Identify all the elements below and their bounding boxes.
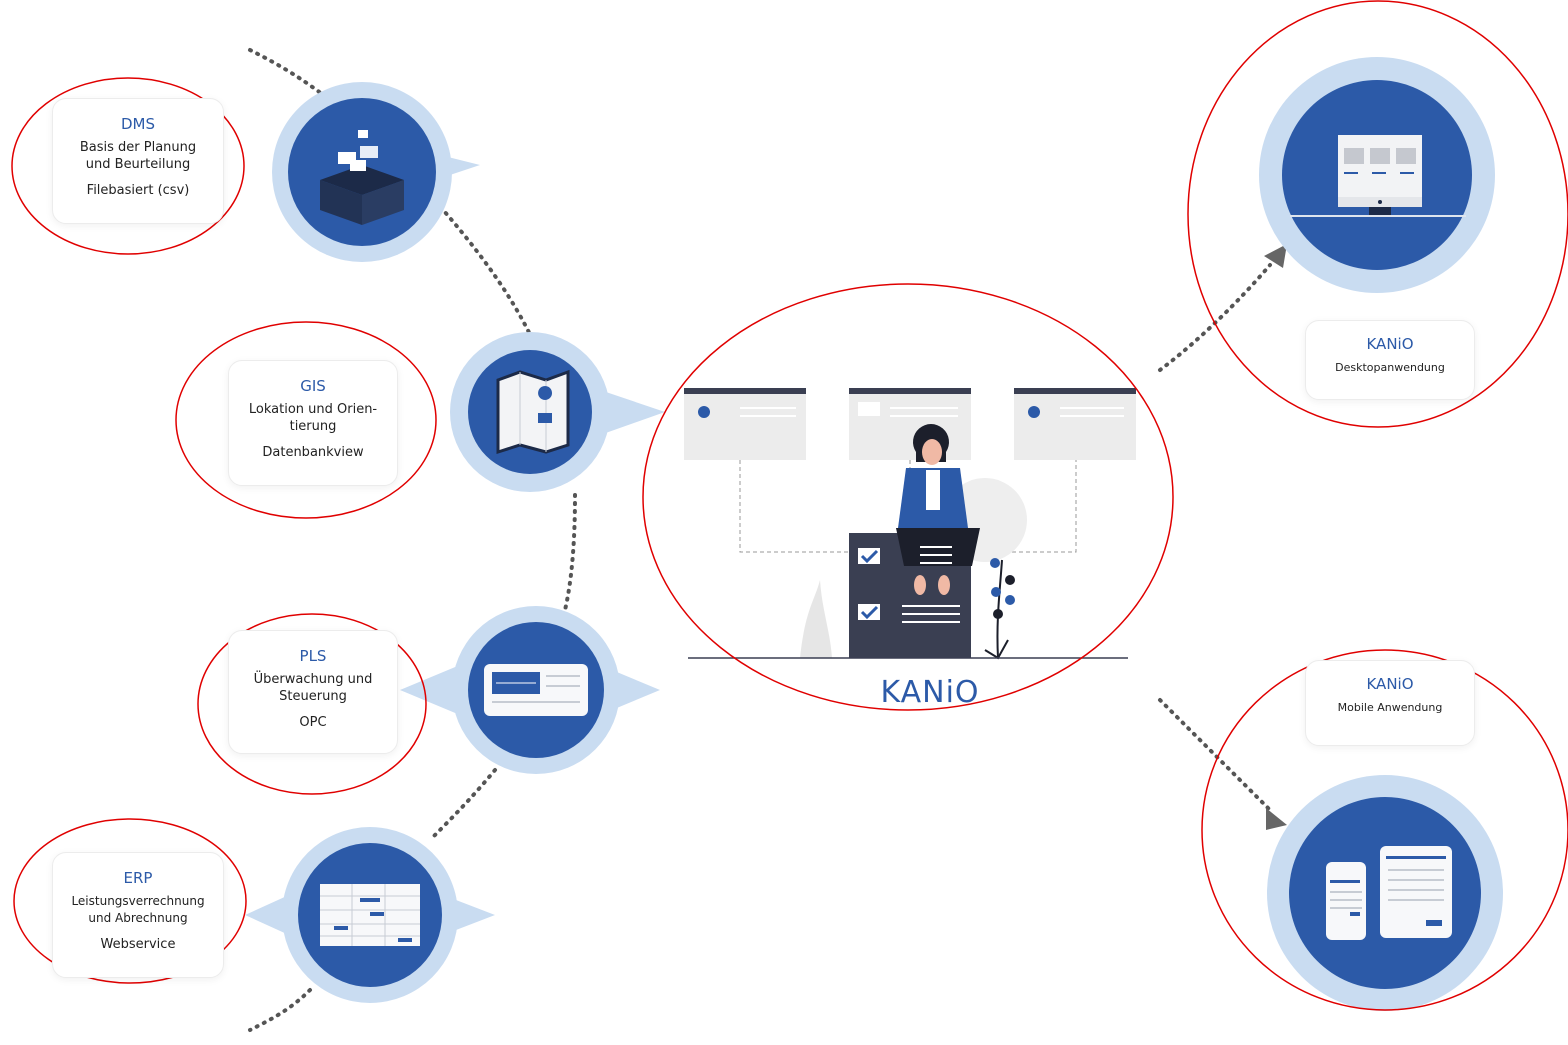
dashboard-icon (484, 664, 588, 716)
erp-sub: Webservice (100, 937, 176, 952)
center-label: KANiO (880, 675, 980, 710)
gis-card: GIS Lokation und Orien- tierung Datenban… (228, 360, 398, 486)
phone-tablet-icon (1326, 846, 1452, 940)
highlight-mobile (1201, 649, 1568, 1011)
desktop-line: Desktopanwendung (1335, 361, 1445, 374)
pls-line-1: Überwachung und (253, 672, 373, 687)
highlight-desktop (1187, 0, 1568, 428)
gis-sub: Datenbankview (262, 445, 364, 460)
desktop-title: KANiO (1366, 335, 1414, 353)
erp-line-1: Leistungsverrechnung (71, 894, 205, 908)
dms-sub: Filebasiert (csv) (86, 183, 190, 198)
mobile-line: Mobile Anwendung (1337, 701, 1443, 714)
erp-line-2: und Abrechnung (88, 911, 188, 925)
highlight-gis (175, 321, 437, 519)
erp-card: ERP Leistungsverrechnung und Abrechnung … (52, 852, 224, 978)
highlight-center (642, 283, 1174, 711)
dms-title: DMS (120, 115, 155, 133)
dms-line-1: Basis der Planung (79, 140, 197, 155)
pls-title: PLS (299, 647, 327, 665)
pls-sub: OPC (299, 715, 327, 730)
pls-line-2: Steuerung (279, 689, 347, 704)
mobile-title: KANiO (1366, 675, 1414, 693)
arrow-to-mobile (1266, 808, 1287, 830)
monitor-icon (1290, 135, 1466, 217)
desktop-card: KANiO Desktopanwendung (1305, 320, 1475, 400)
gis-line-2: tierung (289, 419, 337, 434)
dms-line-2: und Beurteilung (85, 157, 191, 172)
box-icon (320, 130, 404, 225)
erp-title: ERP (123, 869, 153, 887)
erp-node (245, 827, 495, 1003)
arrow-to-desktop (1264, 244, 1287, 268)
highlight-erp (13, 818, 247, 984)
pls-node (400, 606, 660, 774)
gis-title: GIS (300, 377, 326, 395)
highlight-ellipses (11, 0, 1568, 1011)
gis-node (450, 332, 665, 492)
gis-line-1: Lokation und Orien- (248, 402, 378, 417)
person-on-checklist-illustration (684, 388, 1136, 660)
pls-card: PLS Überwachung und Steuerung OPC (228, 630, 398, 754)
mobile-card: KANiO Mobile Anwendung (1305, 660, 1475, 746)
dms-card: DMS Basis der Planung und Beurteilung Fi… (52, 98, 224, 224)
dms-node (272, 82, 480, 262)
highlight-dms (11, 77, 245, 255)
highlight-pls (197, 613, 427, 795)
desktop-node (1259, 57, 1495, 293)
mobile-node (1267, 775, 1503, 1011)
map-icon (496, 369, 570, 455)
spreadsheet-icon (320, 884, 420, 946)
